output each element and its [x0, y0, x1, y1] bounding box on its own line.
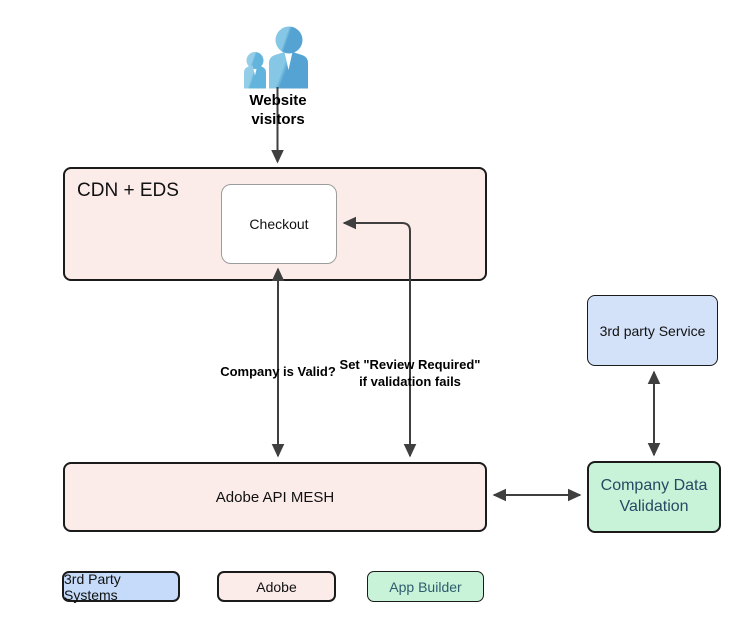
legend-3rd-party-systems-label: 3rd Party Systems — [64, 570, 121, 603]
legend-item-adobe: Adobe — [217, 571, 336, 602]
legend-item-3rd-party-systems: 3rd Party Systems — [62, 570, 180, 603]
cdn-eds-title: CDN + EDS — [77, 180, 179, 201]
legend-item-app-builder: App Builder — [367, 571, 484, 602]
node-adobe-api-mesh: Adobe API MESH — [63, 462, 487, 532]
legend-app-builder-label: App Builder — [389, 578, 462, 595]
3rd-party-service-label: 3rd party Service — [599, 322, 706, 339]
company-data-validation-label: Company Data Validation — [600, 477, 708, 515]
node-3rd-party-service: 3rd party Service — [587, 295, 718, 366]
legend-adobe-label: Adobe — [256, 578, 297, 595]
checkout-label: Checkout — [249, 216, 309, 232]
adobe-api-mesh-label: Adobe API MESH — [215, 488, 335, 506]
node-company-data-validation: Company Data Validation — [587, 461, 721, 533]
node-checkout: Checkout — [221, 184, 337, 264]
